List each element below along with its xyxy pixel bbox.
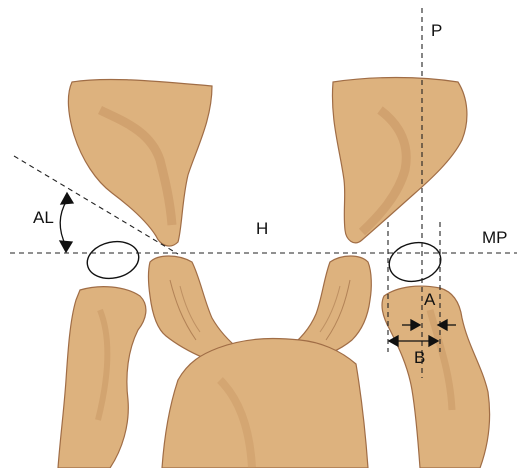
label-AL: AL (33, 208, 54, 227)
al-arrow (60, 193, 73, 252)
lower-left-outer-bone (58, 287, 146, 468)
upper-left-bone (68, 79, 212, 246)
label-B: B (414, 348, 425, 367)
label-P: P (431, 21, 442, 40)
right-ellipse (386, 238, 445, 286)
upper-right-bone (332, 78, 466, 243)
central-lower-bone (162, 338, 368, 468)
left-ellipse (84, 237, 142, 283)
lower-left-inner-bone (149, 256, 241, 360)
label-MP: MP (482, 228, 508, 247)
label-A: A (424, 290, 436, 309)
lower-right-outer-bone (382, 286, 490, 468)
label-H: H (256, 219, 268, 238)
